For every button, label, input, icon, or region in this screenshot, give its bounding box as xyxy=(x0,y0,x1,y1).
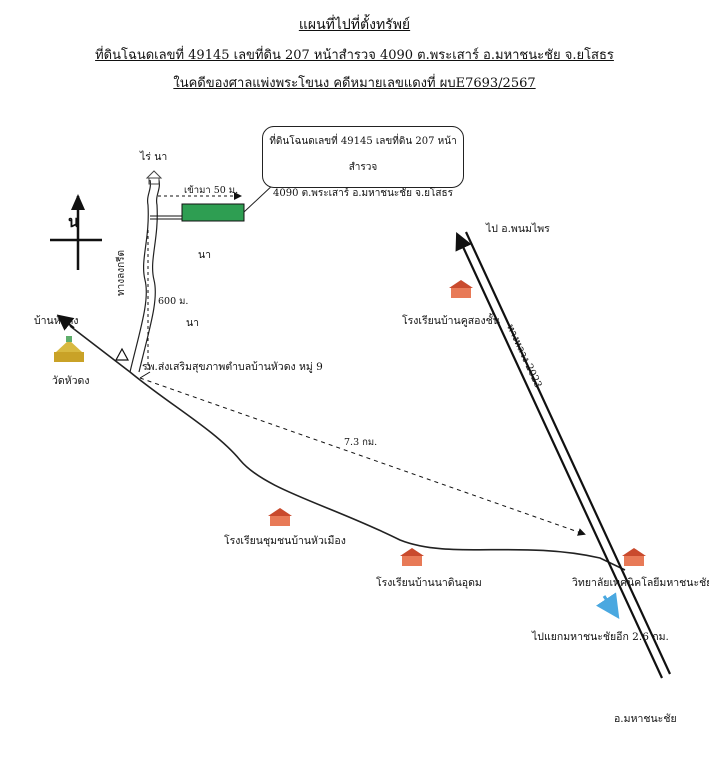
property-plot xyxy=(181,203,245,222)
property-callout: ที่ดินโฉนดเลขที่ 49145 เลขที่ดิน 207 หน้… xyxy=(262,126,464,199)
label-school-hua-mueang: โรงเรียนชุมชนบ้านหัวเมือง xyxy=(224,535,346,547)
north-arrow-icon xyxy=(50,194,102,270)
school-building-icon xyxy=(268,508,292,526)
label-to-junction: ไปแยกมหาชนะชัยอีก 2.6 กม. xyxy=(532,631,669,643)
label-600m: 600 ม. xyxy=(158,296,189,307)
label-school-na-dindum: โรงเรียนบ้านนาดินอุดม xyxy=(376,577,482,589)
case-subtitle: ในคดีของศาลแพ่งพระโขนง คดีหมายเลขแดงที่ … xyxy=(173,76,536,91)
label-college: วิทยาลัยเทคนิคโลยีมหาชนะชัย xyxy=(572,577,709,589)
label-health-center: รพ.ส่งเสริมสุขภาพตำบลบ้านหัวดง หมู่ 9 xyxy=(142,361,323,373)
school-building-icon xyxy=(449,280,473,298)
north-label: น xyxy=(68,212,79,231)
callout-line-1: ที่ดินโฉนดเลขที่ 49145 เลขที่ดิน 207 หน้… xyxy=(269,136,457,173)
house-icon xyxy=(145,170,163,185)
triangle-marker-icon xyxy=(114,347,130,361)
label-rai-na: ไร่ นา xyxy=(140,151,168,163)
temple-icon xyxy=(54,336,84,362)
label-7-3km: 7.3 กม. xyxy=(344,437,378,448)
blue-direction-arrow xyxy=(596,592,620,619)
school-building-icon xyxy=(400,548,424,566)
main-road xyxy=(69,325,626,571)
deed-subtitle: ที่ดินโฉนดเลขที่ 49145 เลขที่ดิน 207 หน้… xyxy=(95,48,614,63)
dashed-7-3km-line xyxy=(139,377,586,536)
label-enter-50m: เข้ามา 50 ม. xyxy=(184,185,239,196)
label-to-phanom-phrai: ไป อ.พนมไพร xyxy=(486,223,550,235)
label-to-maha-chana-chai: อ.มหาชนะชัย xyxy=(614,713,677,725)
concrete-road xyxy=(129,179,161,373)
highway-2023 xyxy=(455,231,671,679)
map-title: แผนที่ไปที่ตั้งทรัพย์ xyxy=(298,17,411,33)
label-wat-hua-dong: วัดหัวดง xyxy=(52,375,90,387)
callout-line-2: 4090 ต.พระเสาร์ อ.มหาชนะชัย จ.ยโสธร xyxy=(273,188,453,199)
road-to-ban-hua-dong-arrow xyxy=(56,314,75,331)
school-building-icon xyxy=(622,548,646,566)
label-ban-hua-dong: บ้านหัวดง xyxy=(34,315,79,327)
label-school-ku-song: โรงเรียนบ้านคูสองชั้น xyxy=(402,315,500,327)
label-na-2: นา xyxy=(186,317,200,329)
label-na-1: นา xyxy=(198,249,212,261)
label-gravel-road: ทางลงกรีต xyxy=(116,249,127,296)
